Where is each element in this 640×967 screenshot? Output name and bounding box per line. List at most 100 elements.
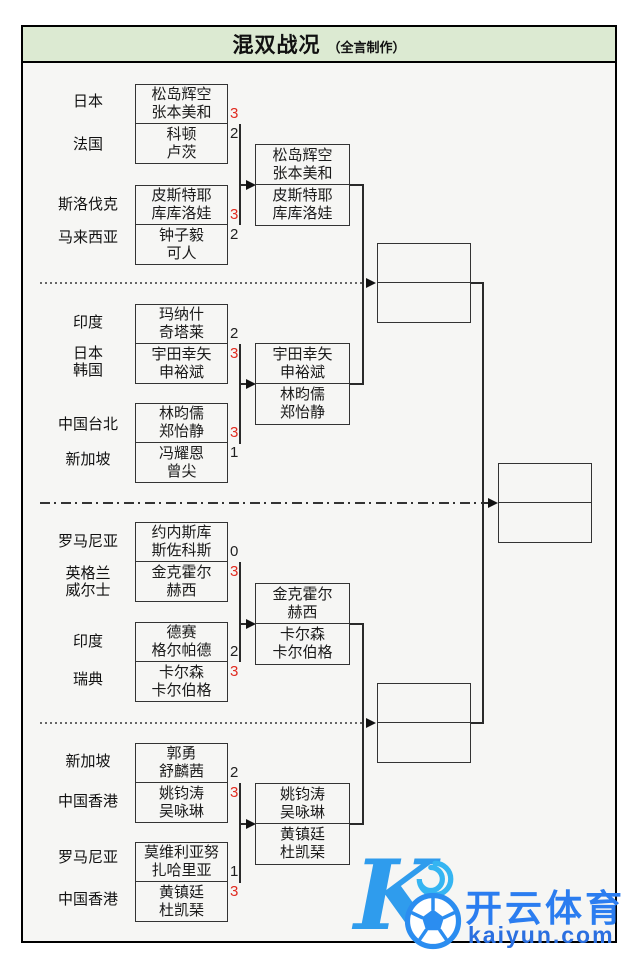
arrow-icon: [366, 278, 376, 288]
connector-line: [471, 722, 484, 724]
match-box: 莫维利亚努 扎哈里亚 黄镇廷 杜凯琹: [135, 842, 228, 922]
winner-box: 金克霍尔 赫西 卡尔森 卡尔伯格: [255, 583, 350, 665]
match-box: 德赛 格尔帕德 卡尔森 卡尔伯格: [135, 622, 228, 702]
connector-line: [239, 344, 241, 444]
team-cell: 金克霍尔 赫西: [256, 584, 349, 624]
team-cell-empty: [378, 684, 470, 723]
team-cell: 林昀儒 郑怡静: [279, 386, 325, 421]
country-label: 新加坡: [65, 451, 111, 468]
team-cell: 黄镇廷 杜凯琹: [279, 826, 325, 861]
swirl-icon: [416, 860, 454, 898]
connector-line: [471, 282, 484, 284]
score-value: 3: [230, 663, 239, 680]
connector-line: [482, 502, 491, 504]
score-value: 3: [230, 206, 239, 223]
connector-line: [239, 383, 248, 385]
winner-box: 松岛辉空 张本美和 皮斯特耶 库库洛娃: [255, 144, 350, 226]
score-value: 3: [230, 424, 239, 441]
team-cell: 钟子毅 可人: [158, 226, 204, 262]
team-cell: 姚钧涛 吴咏琳: [158, 784, 204, 820]
team-cell: 松岛辉空 张本美和: [256, 145, 349, 185]
country-label: 罗马尼亚: [57, 849, 118, 866]
score-value: 0: [230, 543, 239, 560]
match-box: 松岛辉空 张本美和 科顿 卢茨: [135, 84, 228, 164]
winner-box: 宇田幸矢 申裕斌 林昀儒 郑怡静: [255, 343, 350, 425]
country-label: 日本 韩国: [72, 345, 103, 379]
score-value: 3: [230, 784, 239, 801]
football-icon: [404, 892, 462, 950]
page-title: 混双战况: [232, 34, 321, 57]
arrow-icon: [488, 498, 498, 508]
score-value: 2: [230, 643, 239, 660]
team-cell: 约内斯库 斯佐科斯: [136, 523, 227, 562]
final-box: [498, 463, 592, 543]
title-bar: 混双战况 （全言制作）: [21, 25, 617, 63]
team-cell: 林昀儒 郑怡静: [136, 404, 227, 443]
page-subtitle: （全言制作）: [327, 39, 406, 55]
country-label: 马来西亚: [57, 229, 118, 246]
watermark: K 开云体育 kaiyun.com: [350, 846, 640, 962]
winner-box: 姚钧涛 吴咏琳 黄镇廷 杜凯琹: [255, 783, 350, 865]
semifinal-box: [377, 683, 471, 763]
score-value: 3: [230, 345, 239, 362]
connector-line: [239, 623, 248, 625]
team-cell-empty: [378, 283, 470, 322]
country-label: 中国台北: [57, 416, 118, 433]
match-box: 约内斯库 斯佐科斯 金克霍尔 赫西: [135, 522, 228, 602]
score-value: 1: [230, 444, 239, 461]
connector-line: [362, 185, 364, 385]
connector-line: [362, 623, 364, 825]
score-value: 2: [230, 226, 239, 243]
country-label: 中国香港: [57, 891, 118, 908]
team-cell-empty: [499, 464, 591, 503]
section-divider-dashdot: [40, 502, 482, 504]
team-cell: 科顿 卢茨: [166, 125, 197, 161]
score-value: 3: [230, 105, 239, 122]
country-label: 日本: [72, 93, 103, 110]
arrow-icon: [246, 819, 256, 829]
country-label: 斯洛伐克: [57, 196, 118, 213]
connector-line: [239, 562, 241, 662]
connector-line: [239, 823, 248, 825]
match-box: 玛纳什 奇塔莱 宇田幸矢 申裕斌: [135, 304, 228, 384]
country-label: 新加坡: [65, 753, 111, 770]
team-cell-empty: [378, 244, 470, 283]
match-box: 皮斯特耶 库库洛娃 钟子毅 可人: [135, 185, 228, 265]
connector-line: [239, 783, 241, 883]
section-divider-dotted: [40, 722, 364, 724]
team-cell: 宇田幸矢 申裕斌: [256, 344, 349, 384]
country-label: 印度: [72, 314, 103, 331]
section-divider-dotted: [40, 282, 364, 284]
team-cell-empty: [499, 503, 591, 542]
connector-line: [350, 623, 364, 625]
team-cell: 莫维利亚努 扎哈里亚: [136, 843, 227, 882]
country-label: 法国: [72, 136, 103, 153]
team-cell: 姚钧涛 吴咏琳: [256, 784, 349, 824]
team-cell: 卡尔森 卡尔伯格: [272, 626, 333, 661]
team-cell: 皮斯特耶 库库洛娃: [136, 186, 227, 225]
country-label: 罗马尼亚: [57, 533, 118, 550]
country-label: 英格兰 威尔士: [65, 565, 111, 599]
score-value: 2: [230, 764, 239, 781]
team-cell: 皮斯特耶 库库洛娃: [272, 187, 333, 222]
connector-line: [350, 823, 364, 825]
team-cell: 德赛 格尔帕德: [136, 623, 227, 662]
team-cell: 宇田幸矢 申裕斌: [151, 345, 212, 381]
arrow-icon: [246, 180, 256, 190]
connector-line: [239, 124, 241, 225]
country-label: 瑞典: [72, 671, 103, 688]
score-value: 3: [230, 883, 239, 900]
match-box: 林昀儒 郑怡静 冯耀恩 曾尖: [135, 403, 228, 483]
match-box: 郭勇 舒麟茜 姚钧涛 吴咏琳: [135, 743, 228, 823]
connector-line: [350, 383, 364, 385]
team-cell: 黄镇廷 杜凯琹: [158, 883, 204, 919]
arrow-icon: [366, 718, 376, 728]
watermark-domain: kaiyun.com: [468, 922, 615, 948]
country-label: 印度: [72, 633, 103, 650]
team-cell-empty: [378, 723, 470, 762]
arrow-icon: [246, 619, 256, 629]
semifinal-box: [377, 243, 471, 323]
team-cell: 冯耀恩 曾尖: [158, 444, 204, 480]
connector-line: [239, 184, 248, 186]
team-cell: 郭勇 舒麟茜: [136, 744, 227, 783]
